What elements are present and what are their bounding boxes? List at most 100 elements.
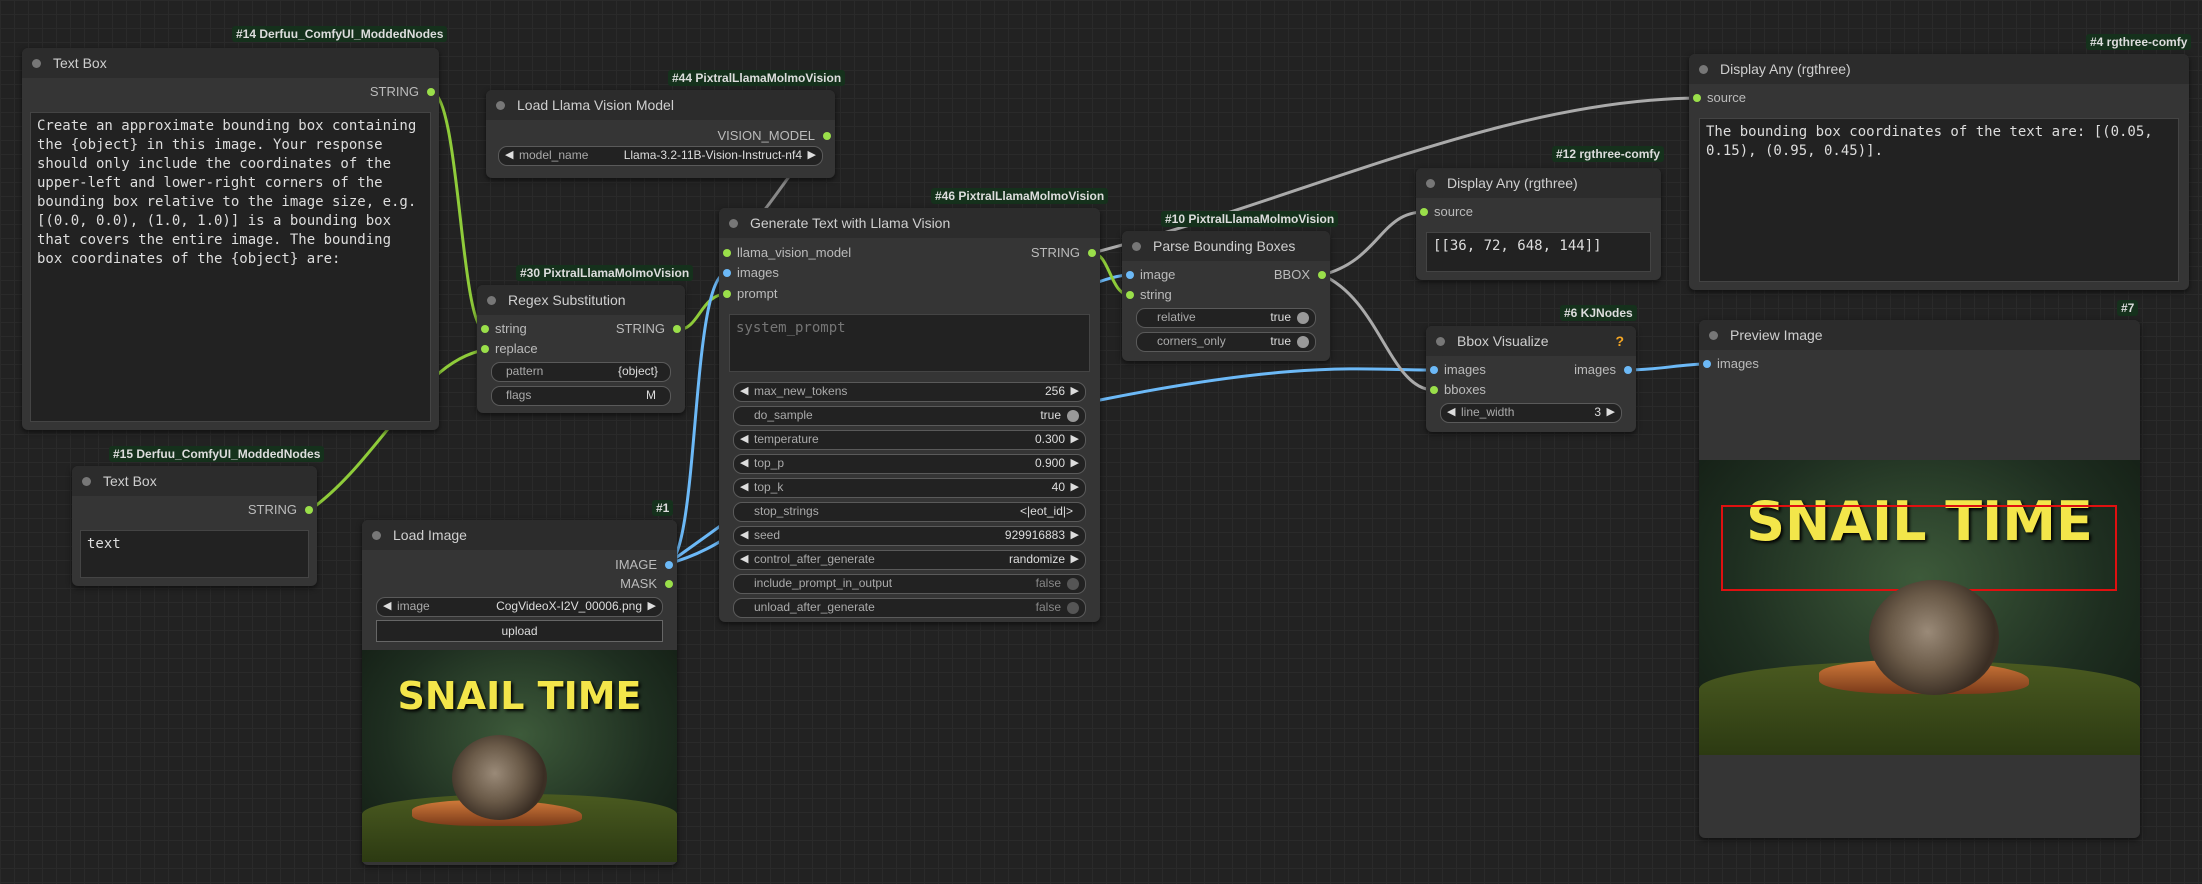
collapse-dot-icon[interactable] xyxy=(1709,330,1718,340)
collapse-dot-icon[interactable] xyxy=(729,218,738,228)
collapse-dot-icon[interactable] xyxy=(1699,64,1708,74)
toggle-knob[interactable] xyxy=(1067,410,1079,422)
upload-button[interactable]: upload xyxy=(376,620,663,642)
regex-substitution-node[interactable]: Regex Substitution string replace STRING… xyxy=(477,285,685,413)
arrow-right-icon[interactable]: ▶ xyxy=(1070,481,1079,493)
arrow-left-icon[interactable]: ◀ xyxy=(505,149,514,161)
arrow-right-icon[interactable]: ▶ xyxy=(1070,529,1079,541)
collapse-dot-icon[interactable] xyxy=(372,530,381,540)
collapse-dot-icon[interactable] xyxy=(82,476,91,486)
arrow-right-icon[interactable]: ▶ xyxy=(1070,433,1079,445)
node-title-bar[interactable]: Display Any (rgthree) xyxy=(1689,54,2189,84)
arrow-right-icon[interactable]: ▶ xyxy=(807,149,816,161)
load-llama-vision-model-node[interactable]: Load Llama Vision Model VISION_MODEL ◀ m… xyxy=(486,90,835,178)
collapse-dot-icon[interactable] xyxy=(496,100,505,110)
output-socket-bbox[interactable] xyxy=(1318,271,1326,279)
input-socket-replace[interactable] xyxy=(481,345,489,353)
output-socket-vision-model[interactable] xyxy=(823,132,831,140)
flags-field[interactable]: flags M xyxy=(491,386,671,406)
arrow-left-icon[interactable]: ◀ xyxy=(740,433,749,445)
generate-text-llama-vision-node[interactable]: Generate Text with Llama Vision llama_vi… xyxy=(719,208,1100,622)
node-title-bar[interactable]: Load Image xyxy=(362,520,677,550)
input-socket-images[interactable] xyxy=(723,269,731,277)
arrow-left-icon[interactable]: ◀ xyxy=(1447,406,1456,418)
output-socket-string[interactable] xyxy=(673,325,681,333)
input-socket-source[interactable] xyxy=(1693,94,1701,102)
output-socket-image[interactable] xyxy=(665,561,673,569)
toggle-knob[interactable] xyxy=(1297,312,1309,324)
text-box-node-15[interactable]: Text Box STRING text xyxy=(72,466,317,586)
input-socket-string[interactable] xyxy=(1126,291,1134,299)
output-socket-string[interactable] xyxy=(1088,249,1096,257)
collapse-dot-icon[interactable] xyxy=(487,295,496,305)
pattern-field[interactable]: pattern {object} xyxy=(491,362,671,382)
input-socket-llama-vision-model[interactable] xyxy=(723,249,731,257)
model-name-combo[interactable]: ◀ model_name Llama-3.2-11B-Vision-Instru… xyxy=(498,146,823,166)
display-any-node-12[interactable]: Display Any (rgthree) source [[36, 72, 6… xyxy=(1416,168,1661,280)
output-socket-mask[interactable] xyxy=(665,580,673,588)
input-socket-image[interactable] xyxy=(1126,271,1134,279)
input-socket-images[interactable] xyxy=(1703,360,1711,368)
collapse-dot-icon[interactable] xyxy=(1132,241,1141,251)
node-title-bar[interactable]: Bbox Visualize? xyxy=(1426,326,1636,356)
text-box-node-14[interactable]: Text Box STRING Create an approximate bo… xyxy=(22,48,439,430)
stop-strings-field[interactable]: stop_strings<|eot_id|> xyxy=(733,502,1086,522)
arrow-left-icon[interactable]: ◀ xyxy=(740,529,749,541)
text-area[interactable]: text xyxy=(80,530,309,578)
toggle-knob[interactable] xyxy=(1297,336,1309,348)
collapse-dot-icon[interactable] xyxy=(1436,336,1445,346)
text-area[interactable]: Create an approximate bounding box conta… xyxy=(30,112,431,422)
image-combo[interactable]: ◀ image CogVideoX-I2V_00006.png ▶ xyxy=(376,597,663,617)
arrow-left-icon[interactable]: ◀ xyxy=(740,481,749,493)
output-socket-images[interactable] xyxy=(1624,366,1632,374)
node-title-bar[interactable]: Regex Substitution xyxy=(477,285,685,315)
arrow-right-icon[interactable]: ▶ xyxy=(647,600,656,612)
node-title-bar[interactable]: Text Box xyxy=(72,466,317,496)
arrow-left-icon[interactable]: ◀ xyxy=(740,457,749,469)
bbox-visualize-node[interactable]: Bbox Visualize? images bboxes images ◀li… xyxy=(1426,326,1636,432)
arrow-left-icon[interactable]: ◀ xyxy=(740,385,749,397)
arrow-right-icon[interactable]: ▶ xyxy=(1606,406,1615,418)
system-prompt-input[interactable] xyxy=(729,314,1090,372)
node-title-bar[interactable]: Display Any (rgthree) xyxy=(1416,168,1661,198)
output-label: STRING xyxy=(1030,245,1080,260)
node-title-bar[interactable]: Generate Text with Llama Vision xyxy=(719,208,1100,238)
arrow-right-icon[interactable]: ▶ xyxy=(1070,457,1079,469)
node-title-bar[interactable]: Parse Bounding Boxes xyxy=(1122,231,1330,261)
output-socket-string[interactable] xyxy=(427,88,435,96)
input-socket-images[interactable] xyxy=(1430,366,1438,374)
input-socket-bboxes[interactable] xyxy=(1430,386,1438,394)
toggle-knob[interactable] xyxy=(1067,602,1079,614)
node-title-bar[interactable]: Load Llama Vision Model xyxy=(486,90,835,120)
arrow-left-icon[interactable]: ◀ xyxy=(383,600,392,612)
toggle-knob[interactable] xyxy=(1067,578,1079,590)
input-socket-string[interactable] xyxy=(481,325,489,333)
parse-bounding-boxes-node[interactable]: Parse Bounding Boxes image string BBOX r… xyxy=(1122,231,1330,361)
load-image-node[interactable]: Load Image IMAGE MASK ◀ image CogVideoX-… xyxy=(362,520,677,865)
preview-caption: SNAIL TIME xyxy=(1746,490,2093,553)
arrow-left-icon[interactable]: ◀ xyxy=(740,553,749,565)
node-title-bar[interactable]: Text Box xyxy=(22,48,439,78)
preview-image-node[interactable]: Preview Image images SNAIL TIME xyxy=(1699,320,2140,838)
output-socket-string[interactable] xyxy=(305,506,313,514)
arrow-right-icon[interactable]: ▶ xyxy=(1070,385,1079,397)
collapse-dot-icon[interactable] xyxy=(1426,178,1435,188)
input-socket-prompt[interactable] xyxy=(723,290,731,298)
display-any-node-4[interactable]: Display Any (rgthree) source The boundin… xyxy=(1689,54,2189,290)
collapse-dot-icon[interactable] xyxy=(32,58,41,68)
arrow-right-icon[interactable]: ▶ xyxy=(1070,553,1079,565)
node-title-bar[interactable]: Preview Image xyxy=(1699,320,2140,350)
input-socket-source[interactable] xyxy=(1420,208,1428,216)
